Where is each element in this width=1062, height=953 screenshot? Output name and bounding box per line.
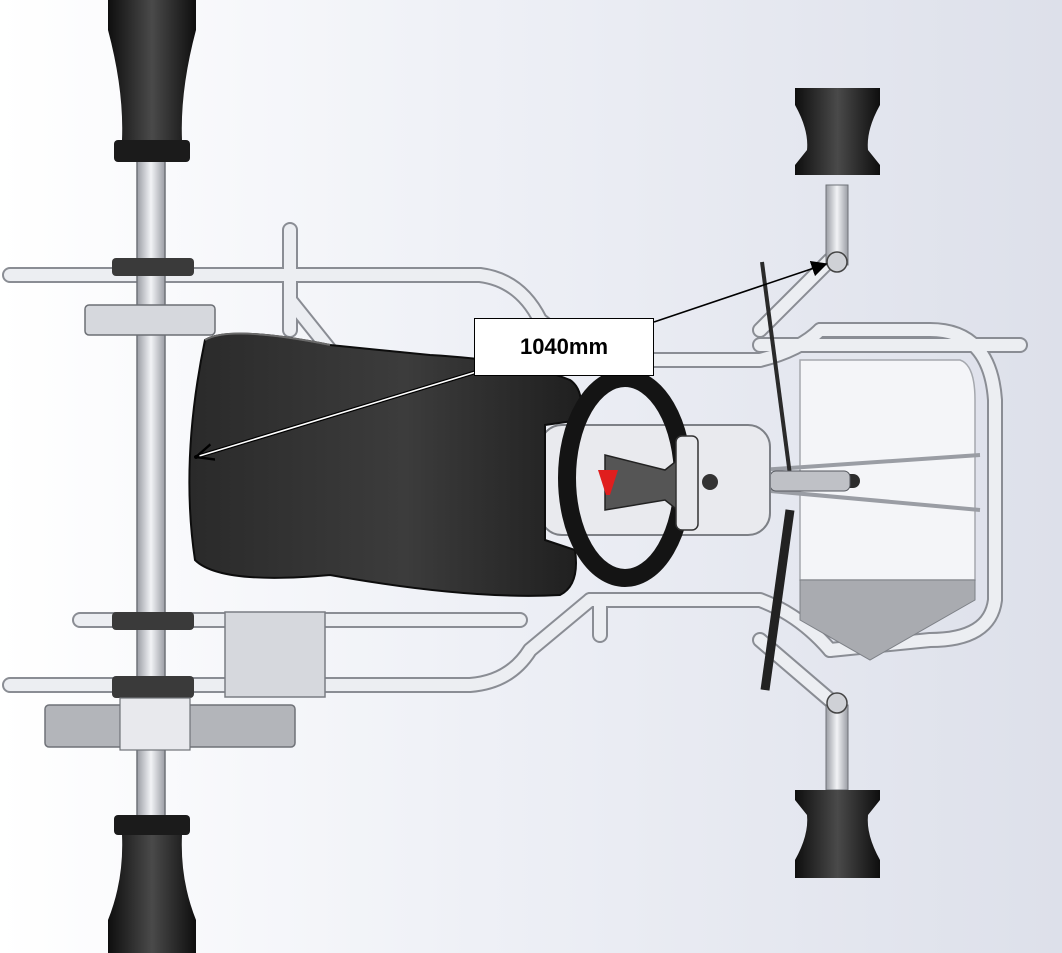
rear-bumper — [44, 611, 326, 751]
front-tyres — [795, 88, 880, 878]
chassis-frame — [2, 222, 1028, 708]
steering-wheel — [558, 369, 699, 587]
rear-tyres — [108, 0, 196, 953]
tie-rods — [760, 261, 795, 691]
dimension-label: 1040mm — [474, 318, 654, 376]
front-panel — [759, 359, 981, 661]
dimension-arrows — [196, 261, 828, 457]
seat — [188, 332, 583, 597]
